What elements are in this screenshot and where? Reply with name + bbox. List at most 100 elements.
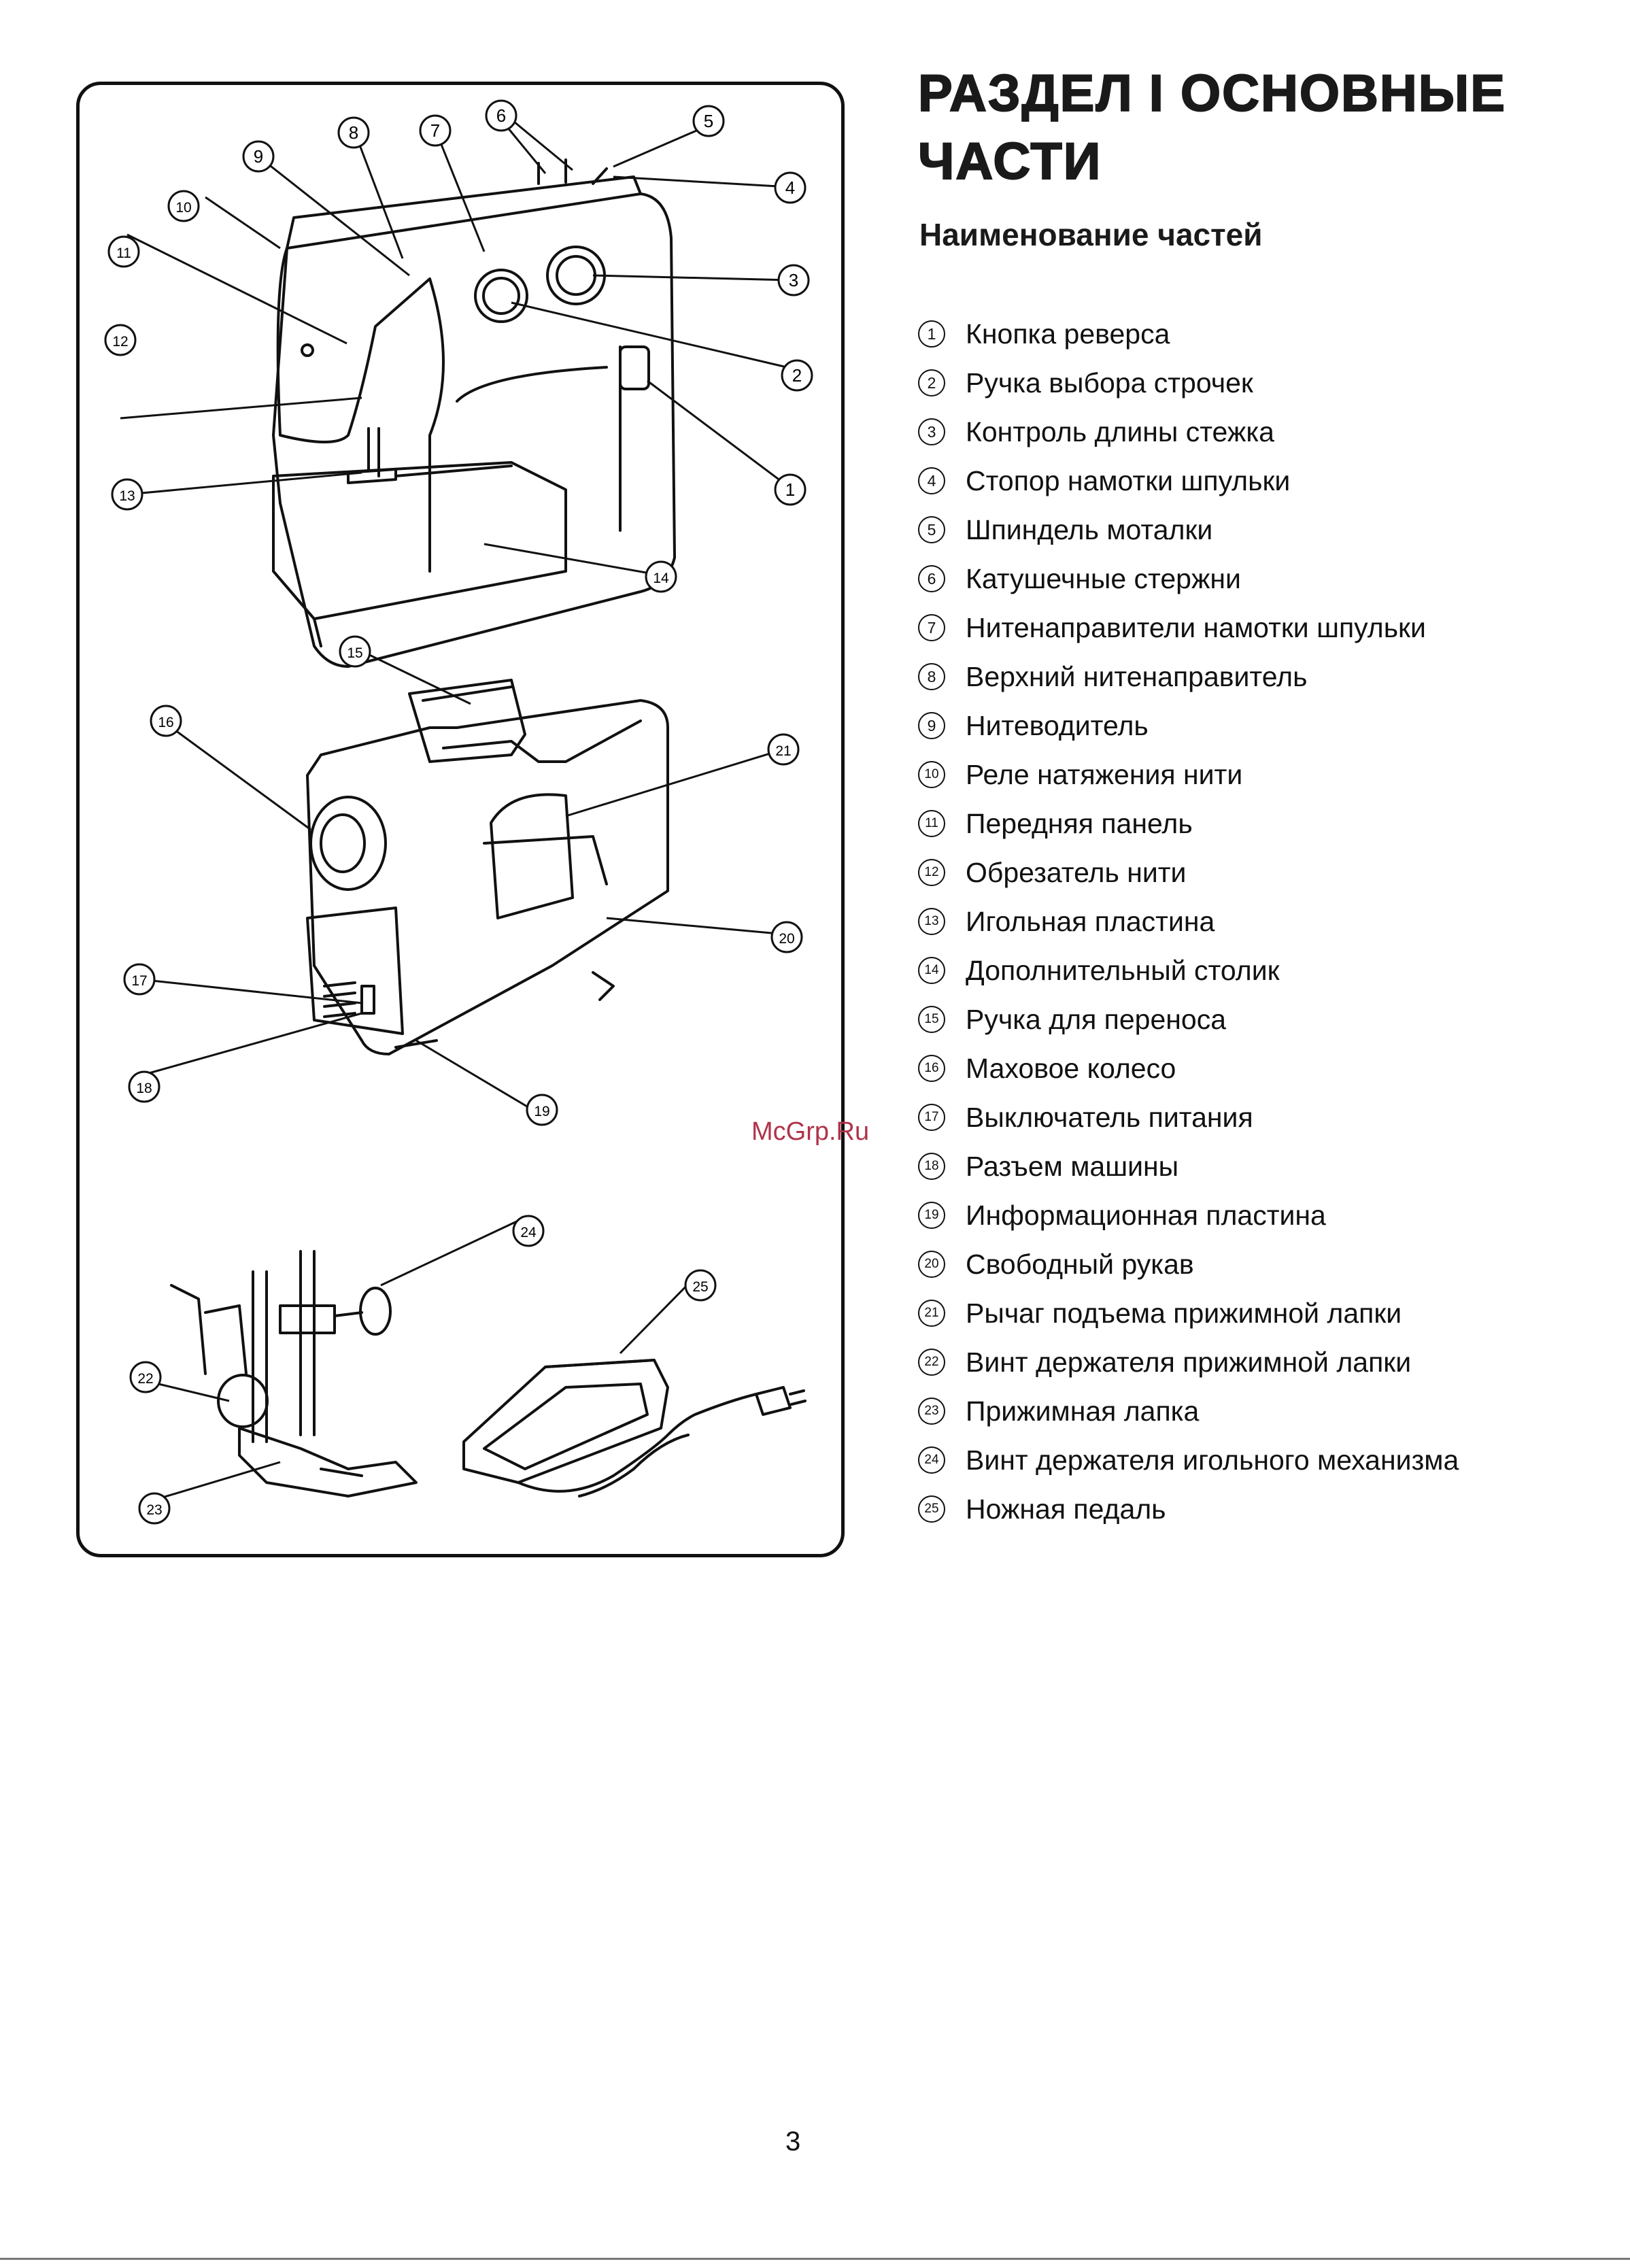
callout-2: 2 — [781, 359, 813, 392]
callout-8-number: 8 — [349, 122, 358, 143]
item-number: 6 — [918, 565, 945, 592]
item-label: Разъем машины — [966, 1150, 1179, 1182]
item-label: Маховое колесо — [966, 1052, 1176, 1084]
callout-19: 19 — [526, 1094, 558, 1126]
item-label: Ручка для переноса — [966, 1003, 1227, 1035]
item-label: Дополнительный столик — [966, 954, 1280, 986]
callout-3: 3 — [777, 264, 810, 297]
list-item: 4 Стопор намотки шпульки — [918, 456, 1598, 505]
item-number: 24 — [918, 1446, 945, 1474]
callout-18-number: 18 — [136, 1081, 152, 1096]
list-item: 21 Рычаг подъема прижимной лапки — [918, 1289, 1598, 1338]
item-label: Ножная педаль — [966, 1493, 1166, 1525]
item-label: Нитеводитель — [966, 709, 1149, 741]
page-title: РАЗДЕЛ I ОСНОВНЫЕ ЧАСТИ — [917, 60, 1598, 196]
callout-10: 10 — [167, 190, 200, 222]
item-number: 21 — [918, 1300, 945, 1327]
item-label: Реле натяжения нити — [966, 758, 1243, 790]
item-label: Ручка выбора строчек — [966, 367, 1253, 399]
page-number: 3 — [785, 2127, 801, 2156]
item-number: 4 — [918, 467, 945, 494]
callout-13-number: 13 — [119, 488, 135, 504]
item-number: 20 — [918, 1251, 945, 1278]
diagram-frame — [76, 82, 845, 1557]
callout-20-number: 20 — [779, 931, 794, 947]
callout-12-number: 12 — [112, 334, 128, 350]
callout-1: 1 — [774, 473, 806, 506]
callout-17-number: 17 — [131, 973, 147, 989]
list-item: 12 Обрезатель нити — [918, 848, 1598, 897]
item-number: 22 — [918, 1349, 945, 1376]
callout-2-number: 2 — [792, 365, 802, 386]
callout-13: 13 — [111, 478, 143, 511]
callout-16-number: 16 — [158, 715, 173, 730]
item-label: Стопор намотки шпульки — [966, 464, 1291, 496]
callout-25-number: 25 — [692, 1279, 708, 1295]
item-number: 17 — [918, 1104, 945, 1131]
leader-lines — [120, 114, 796, 1504]
item-label: Передняя панель — [966, 807, 1193, 839]
callout-12: 12 — [104, 324, 137, 356]
callout-5: 5 — [692, 105, 725, 137]
item-label: Выключатель питания — [966, 1101, 1253, 1133]
callout-21: 21 — [767, 733, 800, 766]
machine-front-view — [272, 158, 676, 668]
callout-7: 7 — [419, 114, 452, 147]
callout-9: 9 — [242, 140, 275, 173]
callout-7-number: 7 — [430, 120, 440, 141]
callout-9-number: 9 — [254, 146, 263, 167]
callout-6-number: 6 — [496, 105, 506, 126]
watermark: McGrp.Ru — [751, 1117, 870, 1146]
machine-back-view — [306, 679, 669, 1055]
callout-3-number: 3 — [789, 270, 798, 290]
item-label: Обрезатель нити — [966, 856, 1187, 888]
item-label: Кнопка реверса — [966, 318, 1170, 350]
item-number: 25 — [918, 1495, 945, 1523]
list-item: 22 Винт держателя прижимной лапки — [918, 1338, 1598, 1387]
item-number: 19 — [918, 1202, 945, 1229]
item-number: 15 — [918, 1006, 945, 1033]
page-title-line1: РАЗДЕЛ I ОСНОВНЫЕ — [917, 64, 1506, 123]
item-label: Свободный рукав — [966, 1248, 1194, 1280]
bottom-divider — [0, 2258, 1630, 2260]
list-item: 20 Свободный рукав — [918, 1240, 1598, 1289]
list-item: 25 Ножная педаль — [918, 1485, 1598, 1534]
item-label: Контроль длины стежка — [966, 416, 1274, 447]
item-number: 12 — [918, 859, 945, 886]
callout-15-number: 15 — [347, 645, 362, 661]
item-label: Нитенаправители намотки шпульки — [966, 611, 1426, 643]
callout-17: 17 — [123, 963, 156, 996]
callout-14-number: 14 — [653, 571, 669, 586]
list-item: 18 Разъем машины — [918, 1142, 1598, 1191]
item-number: 18 — [918, 1153, 945, 1180]
item-label: Катушечные стержни — [966, 562, 1241, 594]
callout-18: 18 — [128, 1070, 160, 1103]
item-label: Винт держателя прижимной лапки — [966, 1346, 1412, 1378]
callout-23-number: 23 — [146, 1502, 162, 1518]
callout-10-number: 10 — [175, 200, 191, 216]
item-label: Игольная пластина — [966, 905, 1215, 937]
item-number: 10 — [918, 761, 945, 788]
diagram-callouts: 1 2 3 4 5 6 7 8 9 10 11 12 13 14 15 16 1… — [104, 99, 813, 1525]
callout-20: 20 — [770, 921, 803, 953]
callout-11-number: 11 — [116, 246, 131, 261]
callout-19-number: 19 — [534, 1104, 549, 1119]
callout-11: 11 — [107, 235, 140, 268]
callout-4-number: 4 — [785, 177, 795, 198]
callout-22: 22 — [129, 1361, 162, 1393]
callout-6: 6 — [485, 99, 517, 132]
item-label: Рычаг подъема прижимной лапки — [966, 1297, 1402, 1329]
callout-8: 8 — [337, 116, 370, 149]
callout-14: 14 — [645, 560, 677, 593]
callout-5-number: 5 — [704, 111, 713, 131]
list-item: 10 Реле натяжения нити — [918, 750, 1598, 799]
